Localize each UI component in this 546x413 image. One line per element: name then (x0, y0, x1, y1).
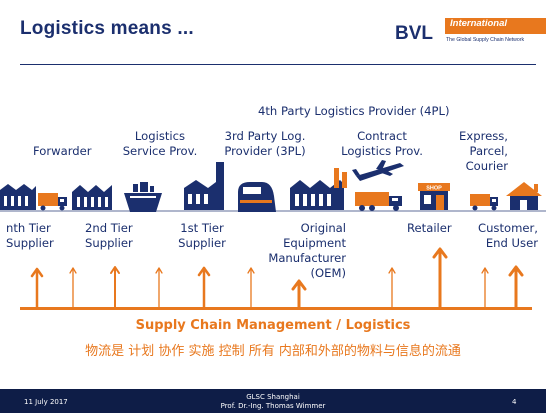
label-oem: Original Equipment Manufacturer (OEM) (248, 221, 346, 281)
footer-presenter: Prof. Dr.-Ing. Thomas Wimmer (220, 402, 326, 410)
label-nth-tier-line2: Supplier (6, 236, 54, 250)
label-first-tier-line1: 1st Tier (180, 221, 224, 235)
header-divider (20, 64, 536, 65)
up-arrow-icon (197, 266, 211, 310)
label-second-tier-line2: Supplier (85, 236, 133, 250)
up-arrow-icon (30, 267, 44, 310)
truck-icon (355, 192, 402, 211)
label-oem-line1: Original (300, 221, 346, 235)
page-number: 4 (512, 398, 517, 406)
label-contract-line2: Logistics Prov. (341, 144, 423, 158)
label-first-tier-line2: Supplier (178, 236, 226, 250)
footer-bar (0, 389, 546, 413)
up-arrow-icon (432, 247, 448, 310)
truck-icon (470, 194, 498, 211)
label-customer-line1: Customer, (477, 221, 538, 235)
footer-event: GLSC Shanghai (246, 393, 300, 401)
label-oem-line2: Equipment (283, 236, 346, 250)
supply-chain-baseline (20, 307, 532, 310)
shop-sign: SHOP (426, 186, 442, 192)
label-nth-tier: nth Tier Supplier (6, 221, 54, 251)
bvl-logo: BVL (395, 23, 433, 44)
factory-icon (184, 162, 224, 210)
label-customer: Customer, End User (468, 221, 538, 251)
label-contract-line1: Contract (357, 129, 407, 143)
up-arrow-icon (69, 267, 77, 309)
label-customer-line2: End User (485, 236, 538, 250)
shop-icon: SHOP (418, 183, 450, 210)
label-nth-tier-line1: nth Tier (6, 221, 51, 235)
label-forwarder: Forwarder (33, 144, 92, 158)
label-second-tier-line1: 2nd Tier (85, 221, 133, 235)
factory-icon (290, 168, 347, 210)
train-icon (238, 182, 276, 212)
label-second-tier: 2nd Tier Supplier (85, 221, 133, 251)
label-3pl: 3rd Party Log. Provider (3PL) (210, 129, 320, 159)
label-3pl-line1: 3rd Party Log. (224, 129, 306, 143)
label-4pl: 4th Party Logistics Provider (4PL) (258, 104, 450, 118)
up-arrow-icon (291, 279, 307, 310)
up-arrow-icon (110, 266, 120, 309)
footer-event-block: GLSC Shanghai Prof. Dr.-Ing. Thomas Wimm… (0, 393, 546, 411)
label-first-tier: 1st Tier Supplier (170, 221, 234, 251)
up-arrow-icon (388, 267, 396, 309)
label-contract: Contract Logistics Prov. (327, 129, 437, 159)
label-lsp-line2: Service Prov. (122, 144, 198, 158)
label-oem-line3: Manufacturer (268, 251, 346, 265)
label-lsp: Logistics Service Prov. (100, 129, 220, 159)
logo-badge-bar (445, 18, 546, 34)
label-express-line2: Parcel, (469, 144, 508, 158)
page-title: Logistics means ... (20, 18, 194, 39)
up-arrow-icon (155, 267, 163, 309)
ship-icon (124, 182, 162, 212)
scm-chinese-definition: 物流是 计划 协作 实施 控制 所有 内部和外部的物料与信息的流通 (85, 344, 461, 359)
label-oem-line4: (OEM) (310, 266, 346, 280)
label-express-line1: Express, (459, 129, 508, 143)
label-express-line3: Courier (465, 159, 508, 173)
label-retailer: Retailer (407, 221, 452, 235)
factory-icon (0, 184, 36, 210)
scm-title: Supply Chain Management / Logistics (135, 318, 411, 333)
house-icon (506, 182, 542, 210)
label-express: Express, Parcel, Courier (446, 129, 508, 174)
logo-badge-text: International (450, 18, 508, 29)
up-arrow-icon (247, 267, 255, 309)
footer-date: 11 July 2017 (24, 398, 68, 406)
logo-tagline: The Global Supply Chain Network (446, 37, 525, 43)
airplane-icon (352, 160, 404, 181)
label-3pl-line2: Provider (3PL) (224, 144, 306, 158)
truck-icon (38, 193, 67, 211)
factory-icon (72, 185, 112, 210)
label-lsp-line1: Logistics (134, 129, 186, 143)
up-arrow-icon (508, 265, 524, 310)
up-arrow-icon (481, 267, 489, 309)
